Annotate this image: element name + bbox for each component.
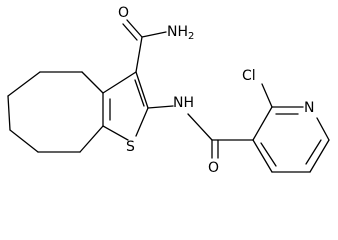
bond xyxy=(309,139,330,173)
bond xyxy=(102,125,129,141)
amide-nitrogen-top-label: NH2 xyxy=(167,24,194,42)
double-bond-inner xyxy=(305,139,322,165)
bond xyxy=(7,95,11,131)
label-layer: O NH2 S NH Cl N O xyxy=(118,5,314,176)
bond xyxy=(135,36,143,73)
bond xyxy=(7,71,41,97)
bond xyxy=(141,31,167,38)
bond xyxy=(147,105,174,109)
amide-nh-label: NH xyxy=(173,95,194,111)
bond xyxy=(252,106,273,141)
amide-nitrogen-top-text: NH xyxy=(167,24,188,40)
sulfur-label: S xyxy=(126,139,135,155)
bond xyxy=(135,107,149,137)
bond xyxy=(316,117,330,141)
bond-layer xyxy=(7,19,330,173)
amide-oxygen-top-label: O xyxy=(118,5,129,21)
double-bond xyxy=(122,23,138,41)
chlorine-label: Cl xyxy=(242,68,256,84)
bond xyxy=(261,83,273,108)
double-bond-inner xyxy=(260,142,277,167)
pyridine-nitrogen-label: N xyxy=(304,100,314,116)
bond xyxy=(9,129,39,153)
bond xyxy=(187,113,213,141)
double-bond xyxy=(126,19,143,38)
amide-oxygen-bottom-label: O xyxy=(208,160,219,176)
amide-nitrogen-top-subscript: 2 xyxy=(188,31,194,42)
bond xyxy=(135,71,149,109)
bond xyxy=(102,71,137,94)
bond xyxy=(252,139,273,173)
chemical-structure: O NH2 S NH Cl N O xyxy=(7,5,330,176)
double-bond-inner xyxy=(134,79,145,107)
bond xyxy=(79,125,104,153)
bond xyxy=(81,71,104,94)
